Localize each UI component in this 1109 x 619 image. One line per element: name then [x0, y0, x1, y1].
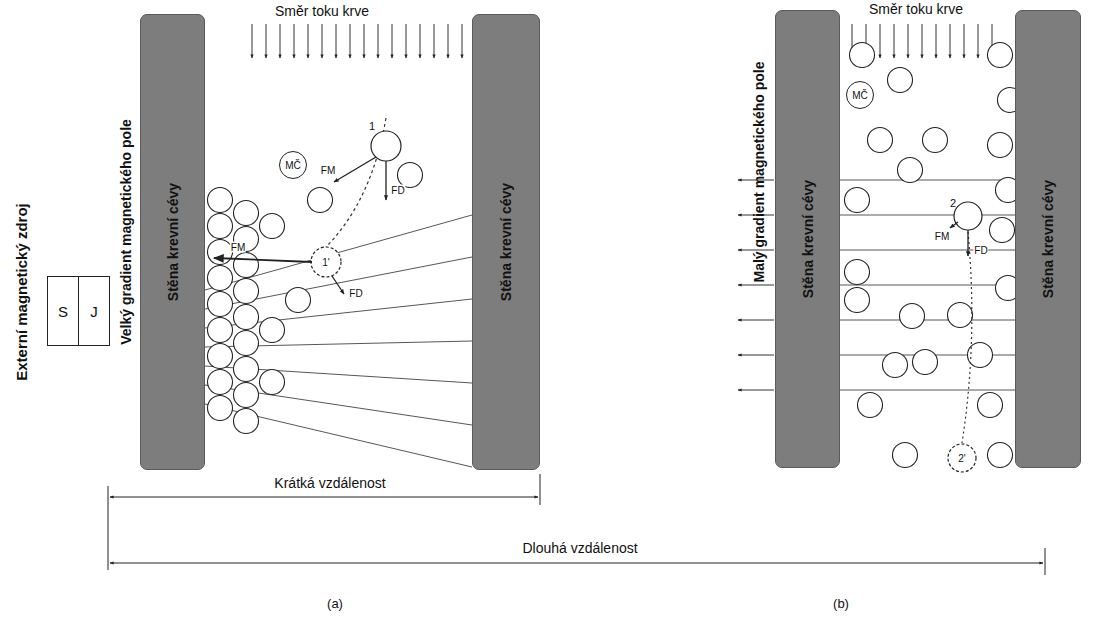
- gradient-label: Malý gradient magnetického pole: [752, 62, 767, 283]
- wall-label: Stěna krevní cévy: [165, 183, 181, 301]
- magnetic-particle: MČ: [279, 151, 307, 179]
- dimension-label: Dlouhá vzdálenost: [522, 541, 637, 556]
- callout-number: 2: [950, 197, 956, 209]
- magnetic-particle: MČ: [846, 81, 874, 109]
- force-label: FD: [973, 245, 988, 256]
- wall-label: Stěna krevní cévy: [498, 183, 514, 301]
- magnet-pole: S: [47, 276, 79, 346]
- particles: [208, 43, 1023, 468]
- magnet-pole: J: [78, 276, 110, 346]
- dimension-label: Krátká vzdálenost: [274, 476, 385, 491]
- callout-number: 2': [958, 453, 965, 464]
- force-label: FM: [320, 165, 336, 176]
- force-label: FM: [934, 231, 950, 242]
- wall-label: Stěna krevní cévy: [1040, 180, 1056, 298]
- vessel-wall: Stěna krevní cévy: [140, 14, 205, 470]
- callout-number: 1': [322, 257, 329, 268]
- force-label: FD: [390, 185, 405, 196]
- vessel-wall: Stěna krevní cévy: [775, 10, 840, 468]
- vessel-wall: Stěna krevní cévy: [1015, 10, 1081, 468]
- wall-label: Stěna krevní cévy: [800, 180, 816, 298]
- callout-number: 1: [369, 120, 375, 132]
- flow-label: Směr toku krve: [275, 4, 369, 19]
- node-label: MČ: [285, 160, 301, 171]
- gradient-label: Velký gradient magnetického pole: [119, 119, 134, 345]
- dimension-lines: [108, 474, 1045, 575]
- source-label: Externí magnetický zdroj: [14, 203, 31, 381]
- trajectory: [326, 118, 972, 443]
- force-label: FM: [230, 242, 246, 253]
- flow-arrows: [252, 24, 462, 58]
- force-label: FD: [348, 288, 363, 299]
- particle-states: [311, 131, 982, 472]
- vessel-wall: Stěna krevní cévy: [472, 14, 540, 470]
- panel-label: (b): [833, 597, 849, 611]
- panel-label: (a): [327, 597, 343, 611]
- node-label: S: [58, 303, 68, 320]
- force-arrows: [214, 157, 968, 294]
- node-label: J: [90, 303, 98, 320]
- flow-label: Směr toku krve: [869, 2, 963, 17]
- node-label: MČ: [852, 90, 868, 101]
